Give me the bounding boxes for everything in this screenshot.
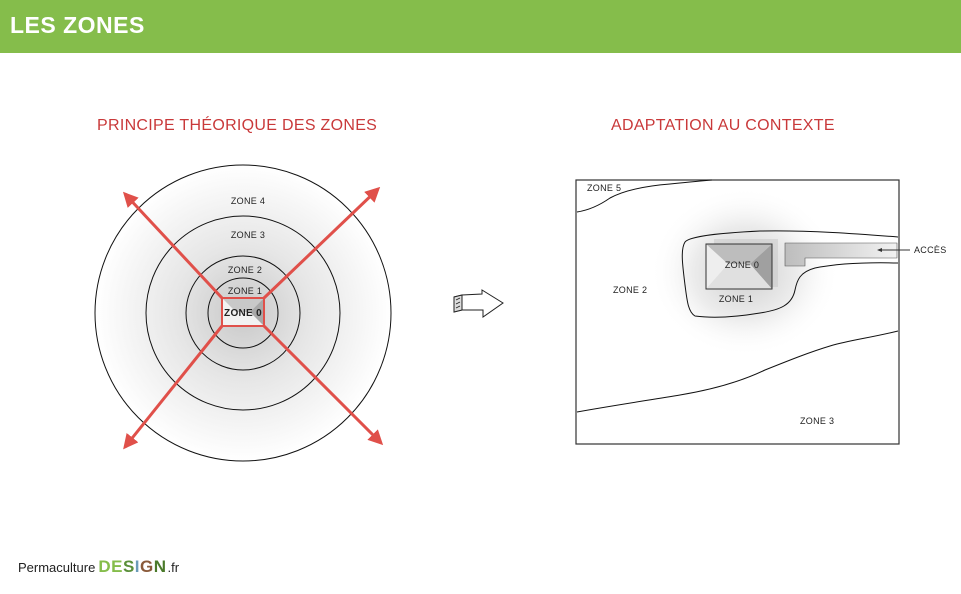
logo-letter: I bbox=[134, 557, 141, 576]
zone-2-ring bbox=[185, 255, 301, 371]
concentric-zones-diagram: ZONE 4 ZONE 3 ZONE 2 ZONE 1 ZONE 0 bbox=[94, 164, 392, 462]
right-section-title: ADAPTATION AU CONTEXTE bbox=[611, 117, 835, 134]
zone-3-boundary bbox=[576, 330, 899, 413]
left-section-title: PRINCIPE THÉORIQUE DES ZONES bbox=[97, 117, 378, 134]
logo-letter: E bbox=[111, 557, 123, 576]
arrow-down-right-icon bbox=[262, 324, 384, 446]
left-zone-0-label: ZONE 0 bbox=[224, 308, 262, 319]
right-zone-0-label: ZONE 0 bbox=[725, 260, 759, 270]
context-map-diagram: ZONE 5 ZONE 0 ZONE 1 ZONE 2 ZONE 3 ACCÈS bbox=[575, 179, 947, 445]
arrow-up-right-icon bbox=[262, 186, 381, 300]
arrow-up-left-icon bbox=[122, 191, 224, 300]
right-zone-2-label: ZONE 2 bbox=[613, 285, 647, 295]
logo-design-word: DESIGN bbox=[98, 557, 166, 577]
left-zone-2-label: ZONE 2 bbox=[228, 265, 262, 275]
zone-1-boundary bbox=[681, 230, 899, 318]
zone-3-ring bbox=[145, 215, 341, 411]
left-zone-4-label: ZONE 4 bbox=[231, 196, 265, 206]
access-label: ACCÈS bbox=[914, 245, 947, 255]
brand-logo: Permaculture DESIGN .fr bbox=[18, 557, 179, 577]
logo-letter: D bbox=[98, 557, 112, 576]
logo-letter: N bbox=[153, 557, 167, 576]
access-driveway bbox=[784, 242, 898, 267]
logo-letter: S bbox=[122, 557, 135, 576]
page-title: LES ZONES bbox=[10, 12, 145, 38]
logo-suffix: .fr bbox=[167, 560, 180, 575]
right-zone-5-label: ZONE 5 bbox=[587, 183, 621, 193]
expansion-arrows bbox=[122, 186, 384, 450]
zone-0-house-icon bbox=[221, 297, 265, 327]
zone-5-boundary bbox=[576, 179, 713, 213]
arrow-down-left-icon bbox=[123, 325, 224, 450]
left-zone-1-label: ZONE 1 bbox=[228, 286, 262, 296]
logo-letter: G bbox=[140, 557, 154, 576]
logo-prefix: Permaculture bbox=[18, 560, 96, 575]
header-banner: LES ZONES bbox=[0, 0, 961, 53]
zone-1-ring bbox=[207, 277, 279, 349]
arrow-right-icon bbox=[453, 289, 504, 318]
right-zone-3-label: ZONE 3 bbox=[800, 416, 834, 426]
right-zone-1-label: ZONE 1 bbox=[719, 294, 753, 304]
zone-0-house-icon bbox=[705, 239, 778, 290]
left-zone-3-label: ZONE 3 bbox=[231, 230, 265, 240]
